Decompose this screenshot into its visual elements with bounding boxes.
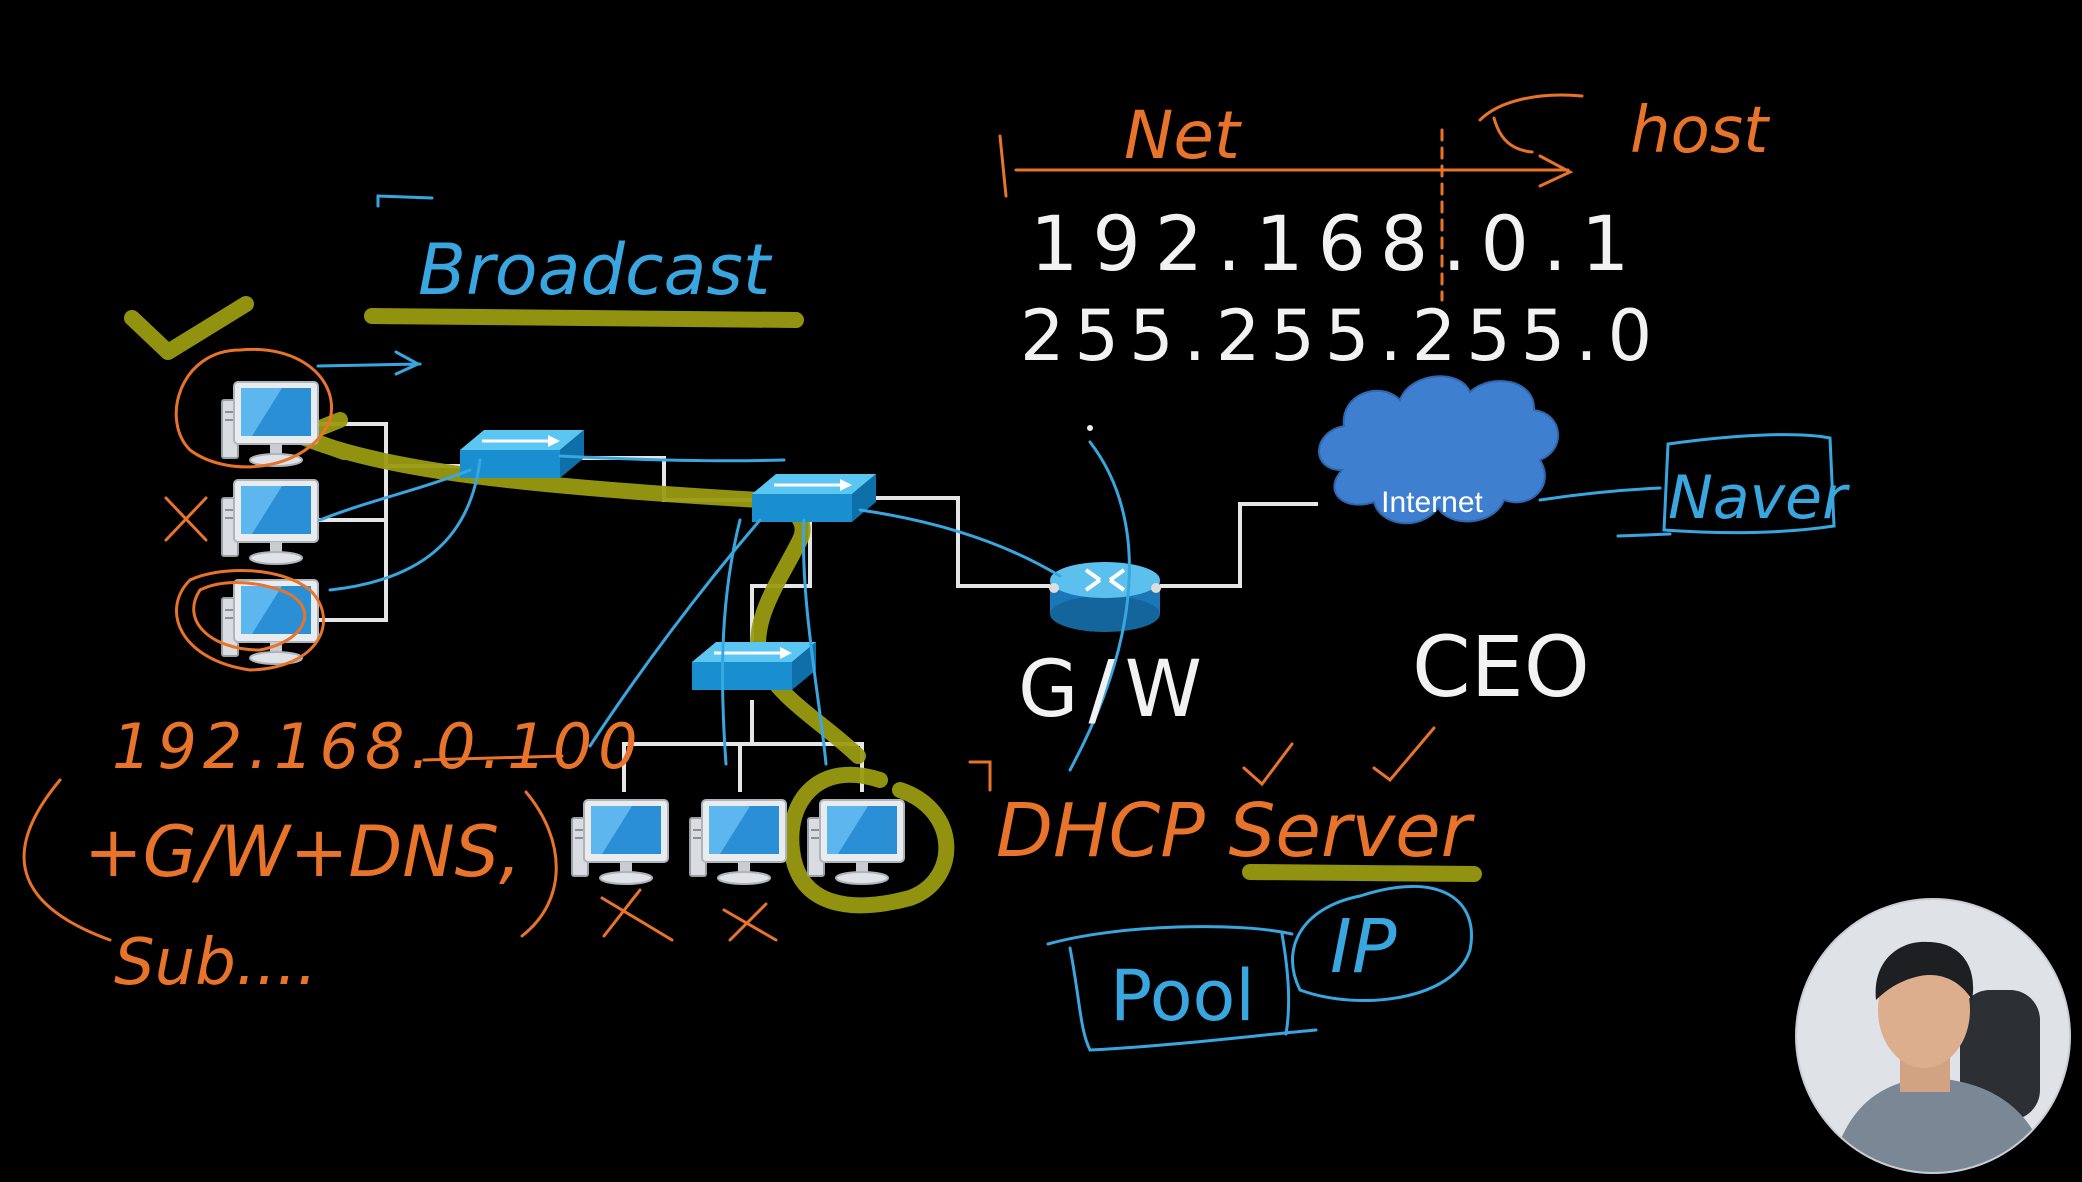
wire-switch3-pcs [622,700,754,792]
korean-word-text: CEO [1412,618,1590,716]
bracket-broadcast [376,194,434,208]
naver-box [1662,433,1836,535]
arrow-pc1-out [316,350,422,376]
check-1 [1242,742,1294,787]
assigned-ip-text: 192.168.0.100 [112,710,644,783]
pc-4 [571,799,669,885]
x-mark-pc2 [164,496,208,542]
dhcp-server-text: DHCP Server [996,788,1476,874]
dot [1087,425,1093,431]
arrow-switch1-switch2 [558,454,786,463]
x-mark-pc4 [600,888,674,942]
arrow-switch3-pcs [721,518,828,766]
pc1-circle [174,347,333,469]
highlight-server-underline [1242,864,1482,882]
wire-pc3-switch1 [300,520,388,622]
switch-2 [750,472,878,524]
highlight-pc6-circle [783,766,955,914]
naver-text: Naver [1668,463,1850,533]
pc-5 [689,799,787,885]
subnet-mask-text: 255.255.255.0 [1020,295,1662,377]
gw-text: G/W [1018,645,1212,735]
arrow-switch1-pc3 [328,458,482,592]
arrow-switch2-pc4 [588,518,762,748]
arrow-to-naver [1538,486,1662,502]
x-mark-pc5 [722,902,778,942]
pc-2 [221,479,319,565]
ip-address-text: 192.168.0.1 [1030,199,1643,288]
arrow-router-curve [1068,440,1131,772]
pc3-scribble [175,569,325,672]
internet-label: Internet [1381,486,1483,519]
ip-circle [1291,885,1473,1003]
cloud-icon: Internet [1318,375,1559,525]
host-label-text: host [1630,94,1771,168]
highlight-checkmark [124,296,254,360]
pc-6 [807,799,905,885]
sub-text: Sub.... [114,926,317,1000]
left-paren [22,778,112,942]
check-2 [1372,726,1436,783]
wire-router-cloud [1160,502,1318,588]
naver-underline [1616,532,1672,538]
pc-1 [221,381,319,467]
ip-text: IP [1330,904,1397,990]
pool-cylinder [1046,925,1318,1052]
router-icon [1049,562,1161,632]
host-arrow [1478,93,1584,154]
pool-text: Pool [1110,955,1255,1037]
net-bracket [998,134,1574,198]
arrow-switch2-router [858,508,1062,578]
x-marks [164,496,778,942]
blue-ink [316,194,1836,1052]
dhcp-bracket [968,760,992,792]
underline-ip-100 [422,754,564,762]
wire-switch2-router [868,496,1050,588]
presenter-webcam [1795,898,2071,1174]
highlight-broadcast-underline [364,308,804,328]
arrow-switch1-pc2 [318,468,472,522]
orange-ink [22,93,1584,942]
switch-3 [690,640,818,692]
right-paren [520,790,558,938]
gw-dns-text: +G/W+DNS, [84,811,521,893]
broadcast-text: Broadcast [418,229,773,311]
net-label-text: Net [1124,97,1242,174]
wire-switch3-pc5 [738,742,752,792]
